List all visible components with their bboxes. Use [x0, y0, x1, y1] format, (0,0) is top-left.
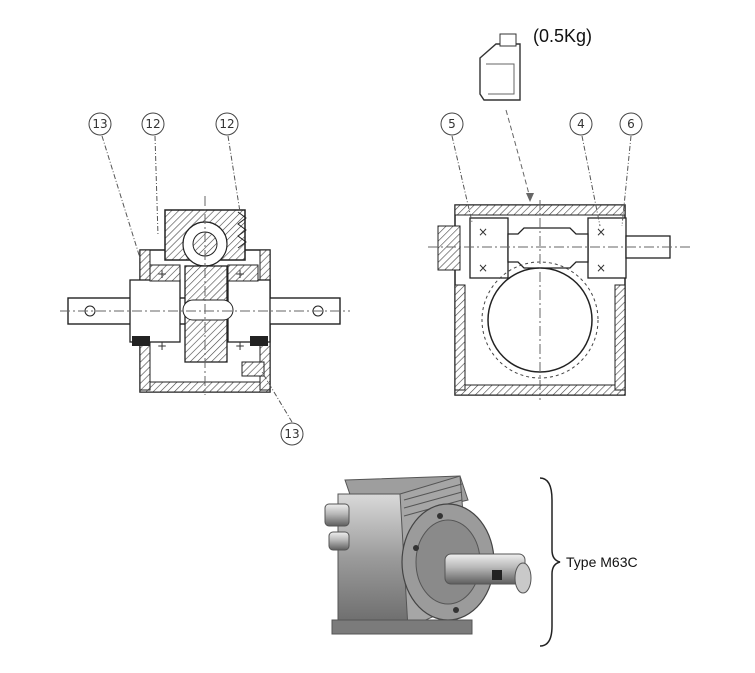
bracket: [539, 477, 561, 647]
callout-13-bottom: 13: [280, 422, 304, 446]
photo-housing-left: [337, 493, 409, 625]
left-section-view: + + + +: [60, 196, 350, 395]
photo-input-shaft: [324, 503, 350, 527]
callout-13-top: 13: [88, 112, 112, 136]
callout-5: 5: [440, 112, 464, 136]
svg-text:6: 6: [627, 117, 635, 131]
type-label: Type M63C: [566, 554, 638, 570]
left-callouts: 13 12 12 13: [88, 112, 304, 446]
svg-text:×: ×: [478, 261, 488, 275]
photo-base: [331, 619, 473, 635]
right-bearing-left: [469, 217, 509, 279]
svg-text:×: ×: [596, 261, 606, 275]
svg-text:+: +: [235, 267, 245, 281]
oil-quantity-label: (0.5Kg): [533, 26, 592, 46]
svg-text:+: +: [235, 339, 245, 353]
right-worm-wheel: [487, 267, 593, 373]
svg-text:+: +: [157, 267, 167, 281]
left-key: [182, 299, 234, 321]
svg-text:×: ×: [596, 225, 606, 239]
svg-text:4: 4: [577, 117, 585, 131]
oil-bottle-icon: [479, 33, 534, 202]
svg-text:+: +: [157, 339, 167, 353]
callout-4: 4: [569, 112, 593, 136]
right-section-view: × × × ×: [428, 200, 690, 400]
svg-text:12: 12: [219, 117, 234, 131]
right-bearing-right: [587, 217, 627, 279]
callout-6: 6: [619, 112, 643, 136]
right-worm: [507, 227, 589, 269]
callout-12-b: 12: [215, 112, 239, 136]
svg-text:×: ×: [478, 225, 488, 239]
gearbox-photo: [324, 475, 532, 635]
svg-text:12: 12: [145, 117, 160, 131]
left-drain-plug: [241, 361, 265, 377]
left-fins: [237, 211, 247, 249]
svg-text:13: 13: [92, 117, 107, 131]
svg-text:5: 5: [448, 117, 456, 131]
callout-12-a: 12: [141, 112, 165, 136]
right-end-cover: [437, 225, 461, 271]
right-callouts: 5 4 6: [440, 112, 643, 227]
svg-text:13: 13: [284, 427, 299, 441]
photo-output-shaft: [444, 553, 526, 585]
